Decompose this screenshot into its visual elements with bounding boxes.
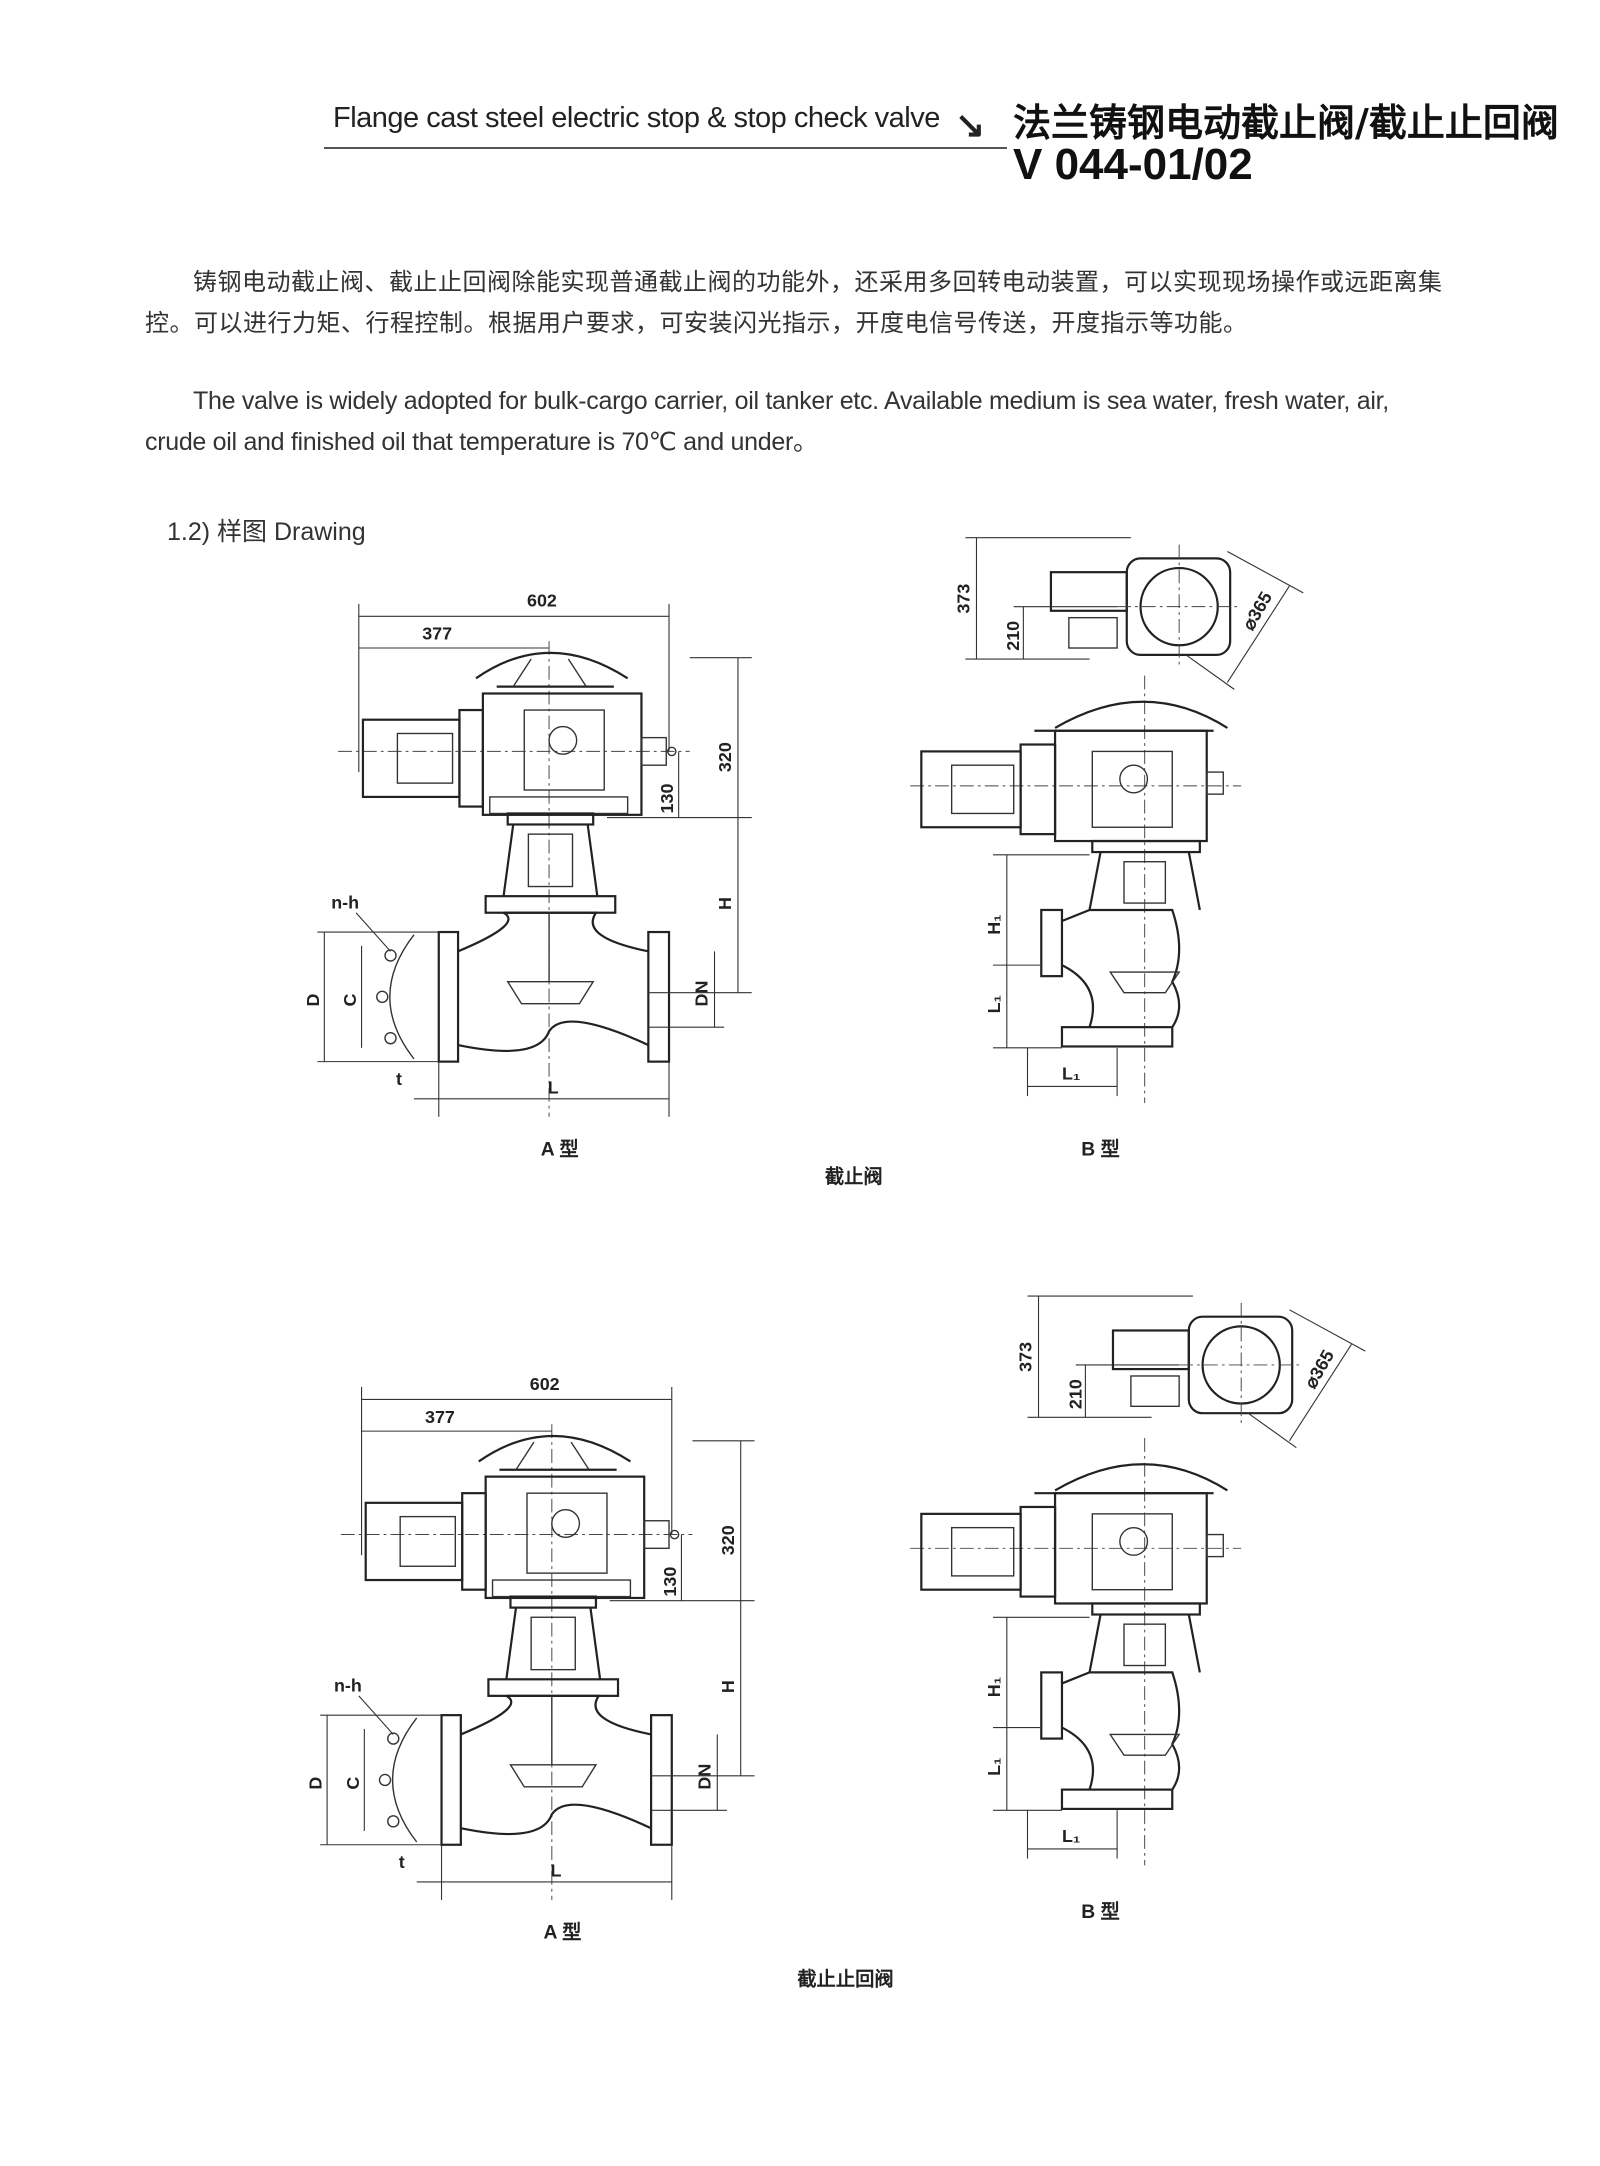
section-label: 1.2) 样图 Drawing <box>167 518 366 546</box>
drawing-caption: 截止止回阀 <box>797 1967 894 1990</box>
dim-602: 602 <box>530 1374 560 1394</box>
dim-L1-vertical: L₁ <box>984 995 1004 1013</box>
dim-373: 373 <box>1016 1342 1036 1372</box>
dim-H: H <box>718 1680 738 1693</box>
dim-210: 210 <box>1065 1379 1085 1409</box>
dim-t: t <box>399 1852 405 1872</box>
dim-t: t <box>396 1069 402 1089</box>
dim-L: L <box>548 1077 559 1097</box>
dim-C: C <box>340 993 360 1006</box>
drawing-caption: 截止阀 <box>825 1165 883 1188</box>
dim-320: 320 <box>718 1525 738 1555</box>
intro-english: The valve is widely adopted for bulk-car… <box>145 387 1389 456</box>
title-underline <box>324 147 1007 149</box>
drawing-set-stop-valve: 602 377 <box>303 537 1304 1188</box>
type-a-drawing: 602 377 <box>303 591 752 1160</box>
type-b-label: B 型 <box>1081 1137 1120 1160</box>
type-a-drawing: 602 377 <box>306 1374 755 1944</box>
type-b-drawing: 373 210 ⌀365 <box>910 537 1304 1160</box>
type-b-drawing: 373 210 ⌀365 <box>910 1295 1366 1923</box>
drawing-set-stop-check-valve: 602 377 <box>306 1295 1366 1990</box>
dim-H1: H₁ <box>984 914 1004 934</box>
dim-diameter-365: ⌀365 <box>1238 588 1276 633</box>
dim-diameter-365: ⌀365 <box>1300 1347 1338 1392</box>
dim-377: 377 <box>425 1407 455 1427</box>
type-b-top-view: 373 210 ⌀365 <box>1016 1295 1366 1449</box>
dim-130: 130 <box>657 784 677 814</box>
dim-n-h: n-h <box>331 893 359 913</box>
intro-chinese: 铸钢电动截止阀、截止止回阀除能实现普通截止阀的功能外，还采用多回转电动装置，可以… <box>145 268 1443 337</box>
dim-H: H <box>715 897 735 910</box>
dim-L1-horizontal: L₁ <box>1062 1826 1080 1846</box>
dim-602: 602 <box>527 591 557 611</box>
dim-L: L <box>550 1860 561 1880</box>
dim-373: 373 <box>954 584 974 614</box>
dim-L1-vertical: L₁ <box>984 1757 1004 1775</box>
type-a-label: A 型 <box>544 1921 582 1944</box>
title-chinese: 法兰铸钢电动截止阀/截止止回阀 <box>1013 101 1559 145</box>
type-b-label: B 型 <box>1081 1900 1120 1923</box>
type-b-top-view: 373 210 ⌀365 <box>954 537 1304 690</box>
type-a-label: A 型 <box>541 1137 579 1160</box>
dim-130: 130 <box>660 1567 680 1597</box>
dim-D: D <box>303 993 323 1006</box>
title-english: Flange cast steel electric stop & stop c… <box>333 102 940 134</box>
arrow-down-right-icon: ↘ <box>955 104 986 145</box>
dim-H1: H₁ <box>984 1677 1004 1697</box>
dim-377: 377 <box>422 624 452 644</box>
dim-DN: DN <box>694 1764 714 1790</box>
dim-210: 210 <box>1003 621 1023 651</box>
dim-n-h: n-h <box>334 1676 362 1696</box>
product-code: V 044-01/02 <box>1013 140 1253 189</box>
dim-DN: DN <box>692 981 712 1007</box>
dim-C: C <box>343 1777 363 1790</box>
dim-D: D <box>306 1777 326 1790</box>
dim-L1-horizontal: L₁ <box>1062 1064 1080 1084</box>
dim-320: 320 <box>715 742 735 772</box>
